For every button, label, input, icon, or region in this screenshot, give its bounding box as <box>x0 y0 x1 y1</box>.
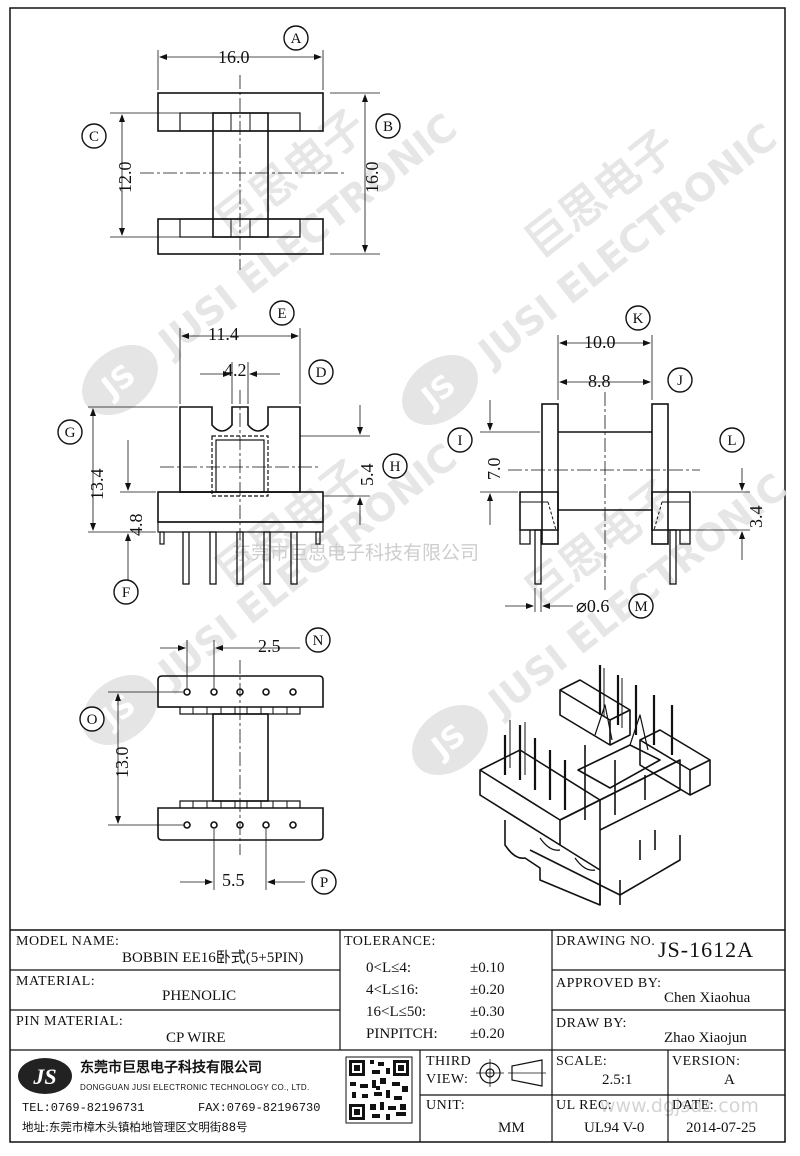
date-label: DATE: <box>672 1098 714 1114</box>
dim-top-width: 16.0 <box>218 47 250 67</box>
tolerance-range: PINPITCH: <box>366 1026 438 1042</box>
watermark-company: 东莞市巨思电子科技有限公司 <box>232 542 479 564</box>
company-fax: FAX:0769-82196730 <box>198 1100 320 1116</box>
dim-top-height: 16.0 <box>362 162 382 194</box>
titleblock: MODEL NAME: BOBBIN EE16卧式(5+5PIN) MATERI… <box>10 930 785 1142</box>
company-tel: TEL:0769-82196731 <box>22 1100 144 1116</box>
callout-a: A <box>291 31 302 47</box>
dim-top-inner: 12.0 <box>115 162 135 194</box>
callout-e: E <box>277 306 286 322</box>
date-value: 2014-07-25 <box>686 1120 756 1136</box>
callout-l: L <box>727 433 736 449</box>
tolerance-value: ±0.30 <box>470 1004 504 1020</box>
dim-side-inner: 8.8 <box>588 371 611 391</box>
dim-side-height: 7.0 <box>484 458 504 481</box>
callout-i: I <box>458 433 463 449</box>
third-view-label: THIRD <box>426 1054 471 1070</box>
callout-n: N <box>313 633 324 649</box>
version-value: A <box>724 1072 735 1088</box>
third-view-label-2: VIEW: <box>426 1072 468 1088</box>
dim-pin-pitch: 2.5 <box>258 636 281 656</box>
company-address: 地址:东莞市樟木头镇柏地管理区文明街88号 <box>22 1119 248 1135</box>
model-name-label: MODEL NAME: <box>16 934 119 950</box>
callout-p: P <box>320 875 328 891</box>
callout-f: F <box>122 585 130 601</box>
dim-front-window: 5.4 <box>357 464 377 487</box>
version-label: VERSION: <box>672 1054 741 1070</box>
company-name-en: DONGGUAN JUSI ELECTRONIC TECHNOLOGY CO.,… <box>80 1080 310 1096</box>
draw-by-label: DRAW BY: <box>556 1016 627 1032</box>
approved-by-label: APPROVED BY: <box>556 976 661 992</box>
model-name-value: BOBBIN EE16卧式(5+5PIN) <box>122 950 303 966</box>
ul-rec-label: UL REC: <box>556 1098 612 1114</box>
tolerance-label: TOLERANCE: <box>344 934 436 950</box>
tolerance-value: ±0.20 <box>470 1026 504 1042</box>
material-value: PHENOLIC <box>162 988 236 1004</box>
tolerance-value: ±0.10 <box>470 960 504 976</box>
tolerance-value: ±0.20 <box>470 982 504 998</box>
dim-front-width: 11.4 <box>208 324 239 344</box>
callout-d: D <box>316 365 327 381</box>
dim-front-base: 4.8 <box>126 514 146 537</box>
dim-side-width: 10.0 <box>584 332 616 352</box>
company-name-cn: 东莞市巨思电子科技有限公司 <box>80 1060 262 1076</box>
dim-row-spacing: 5.5 <box>222 870 245 890</box>
tolerance-range: 16<L≤50: <box>366 1004 426 1020</box>
unit-value: MM <box>498 1120 525 1136</box>
tolerance-range: 0<L≤4: <box>366 960 411 976</box>
callout-j: J <box>677 373 683 389</box>
callout-h: H <box>390 459 401 475</box>
scale-value: 2.5:1 <box>602 1072 632 1088</box>
callout-o: O <box>87 712 98 728</box>
ul-rec-value: UL94 V-0 <box>584 1120 644 1136</box>
unit-label: UNIT: <box>426 1098 465 1114</box>
callout-k: K <box>633 311 644 327</box>
scale-label: SCALE: <box>556 1054 607 1070</box>
dim-side-base: 3.4 <box>746 506 766 529</box>
watermark-brand-en: JUSI ELECTRONIC <box>148 435 465 696</box>
pin-material-value: CP WIRE <box>166 1030 226 1046</box>
pin-material-label: PIN MATERIAL: <box>16 1014 123 1030</box>
drawing-no-value: JS-1612A <box>658 942 754 958</box>
drawing-no-label: DRAWING NO. <box>556 934 655 950</box>
material-label: MATERIAL: <box>16 974 95 990</box>
callout-m: M <box>634 599 647 615</box>
callout-g: G <box>65 425 76 441</box>
callout-c: C <box>89 129 99 145</box>
callout-b: B <box>383 119 393 135</box>
dim-bottom-height: 13.0 <box>112 747 132 779</box>
dim-front-height: 13.4 <box>87 469 107 501</box>
dim-pin-diameter: ⌀0.6 <box>576 596 609 616</box>
tolerance-range: 4<L≤16: <box>366 982 419 998</box>
draw-by-value: Zhao Xiaojun <box>664 1030 747 1046</box>
dim-front-slot: 4.2 <box>224 360 247 380</box>
approved-by-value: Chen Xiaohua <box>664 990 750 1006</box>
side-view <box>480 335 750 612</box>
